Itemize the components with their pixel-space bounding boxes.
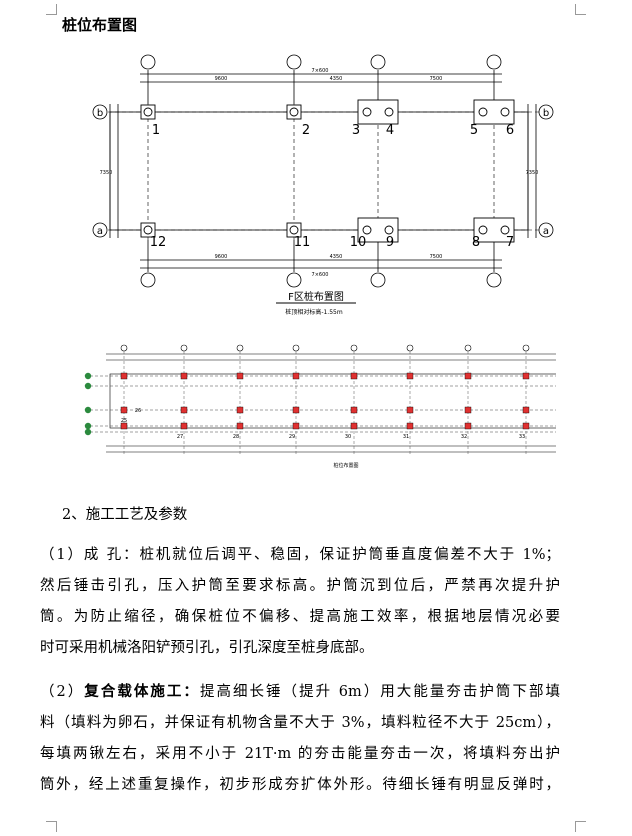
pile-cap-marker bbox=[236, 372, 244, 380]
pile-number: 33 bbox=[519, 434, 525, 440]
pile-cap-marker bbox=[350, 406, 358, 414]
pile-number: 25 bbox=[121, 418, 127, 424]
pile-number: 7 bbox=[506, 235, 514, 250]
pile-cap-marker bbox=[350, 372, 358, 380]
paragraph-line: 筒外，经上述重复操作，初步形成夯扩体外形。待细长锤有明显反弹时， bbox=[40, 777, 560, 793]
pile-cap-marker bbox=[464, 422, 472, 430]
pile-number: 26 bbox=[135, 408, 141, 414]
pile-cap-marker bbox=[406, 372, 414, 380]
page-corner-mark bbox=[46, 821, 57, 832]
pile-cap-marker bbox=[406, 406, 414, 414]
dim-bottom-3: 7500 bbox=[430, 254, 443, 260]
pile-cap-marker bbox=[350, 422, 358, 430]
pile-cap-marker bbox=[236, 406, 244, 414]
pile-cap-marker bbox=[180, 372, 188, 380]
section-heading: 2、施工工艺及参数 bbox=[62, 507, 188, 523]
axis-bubble bbox=[350, 344, 358, 352]
pile-cap-marker bbox=[292, 406, 300, 414]
pile-cap-marker bbox=[180, 422, 188, 430]
axis-bubble bbox=[120, 344, 128, 352]
plan-subcaption: 桩顶相对标高-1.55m bbox=[285, 308, 343, 316]
page-corner-mark bbox=[575, 821, 586, 832]
total-dim-bottom: 7×600 bbox=[312, 272, 329, 278]
pile-number: 32 bbox=[461, 434, 467, 440]
pile-number: 8 bbox=[472, 235, 480, 250]
axis-bubble bbox=[180, 344, 188, 352]
pile-number: 27 bbox=[177, 434, 183, 440]
pile-layout-plan-f: b b a a 7×600 9600 4350 7500 9600 4350 7… bbox=[92, 54, 554, 316]
paragraph-line: （1）成 孔：桩机就位后调平、稳固，保证护筒垂直度偏差不大于 1%； bbox=[40, 547, 560, 563]
paragraph-line: 每填两锹左右，采用不小于 21T·m 的夯击能量夯击一次，将填料夯出护 bbox=[40, 746, 560, 762]
dim-bottom-1: 9600 bbox=[215, 254, 228, 260]
side-dim-right: 7350 bbox=[526, 170, 539, 176]
axis-label-a: a bbox=[543, 226, 549, 237]
pile-cap-marker bbox=[120, 372, 128, 380]
paragraph-line: 筒。为防止缩径，确保桩位不偏移、提高施工效率，根据地层情况必要 bbox=[40, 609, 560, 625]
pile-cap-marker bbox=[120, 422, 128, 430]
pile-number: 28 bbox=[233, 434, 239, 440]
pile-number: 3 bbox=[352, 123, 360, 138]
axis-label-a: a bbox=[97, 226, 103, 237]
side-dim-left: 7350 bbox=[100, 170, 113, 176]
page-corner-mark bbox=[46, 4, 57, 15]
pile-cap-marker bbox=[522, 422, 530, 430]
axis-bubble bbox=[236, 344, 244, 352]
pile-number: 1 bbox=[152, 123, 160, 138]
pile-number: 29 bbox=[289, 434, 295, 440]
dim-bottom-2: 4350 bbox=[330, 254, 343, 260]
page-corner-mark bbox=[575, 4, 586, 15]
pile-cap-marker bbox=[522, 406, 530, 414]
pile-cap-marker bbox=[464, 406, 472, 414]
pile-cap-marker bbox=[180, 406, 188, 414]
total-dim-top: 7×600 bbox=[312, 68, 329, 74]
pile-cap-marker bbox=[292, 422, 300, 430]
dim-top-1: 9600 bbox=[215, 76, 228, 82]
pile-number: 5 bbox=[470, 123, 478, 138]
paragraph-line: 时可采用机械洛阳铲预引孔，引孔深度至桩身底部。 bbox=[40, 640, 374, 656]
pile-number: 11 bbox=[294, 235, 311, 250]
axis-bubble bbox=[292, 344, 300, 352]
pile-layout-plan-strip: 25 26 27 28 29 30 31 32 33 34 桩位布置图 bbox=[84, 344, 556, 469]
pile-number: 12 bbox=[150, 235, 167, 250]
pile-number: 2 bbox=[302, 123, 310, 138]
pile-number: 9 bbox=[386, 235, 394, 250]
paragraph-line: 料（填料为卵石，并保证有机物含量不大于 3%，填料粒径不大于 25cm）， bbox=[40, 715, 560, 731]
pile-cap-marker bbox=[464, 372, 472, 380]
pile-number: 30 bbox=[345, 434, 351, 440]
axis-label-b: b bbox=[97, 108, 103, 119]
pile-number: 6 bbox=[506, 123, 514, 138]
dim-top-3: 7500 bbox=[430, 76, 443, 82]
pile-cap-marker bbox=[292, 372, 300, 380]
pile-number: 10 bbox=[350, 235, 367, 250]
axis-label-b: b bbox=[543, 108, 549, 119]
axis-bubble bbox=[464, 344, 472, 352]
paragraph-line: 然后锤击引孔，压入护筒至要求标高。护筒沉到位后，严禁再次提升护 bbox=[40, 578, 560, 594]
pile-number: 4 bbox=[386, 123, 394, 138]
paragraph-line: （2）复合载体施工：提高细长锤（提升 6m）用大能量夯击护筒下部填 bbox=[40, 683, 560, 700]
strip-caption: 桩位布置图 bbox=[333, 462, 358, 469]
pile-number: 31 bbox=[403, 434, 409, 440]
page-title: 桩位布置图 bbox=[62, 16, 138, 34]
plan-caption: F区桩布置图 bbox=[288, 290, 344, 303]
axis-bubble bbox=[406, 344, 414, 352]
bold-term: 复合载体施工： bbox=[84, 683, 200, 700]
dim-top-2: 4350 bbox=[330, 76, 343, 82]
pile-cap-marker bbox=[406, 422, 414, 430]
pile-cap-marker bbox=[522, 372, 530, 380]
pile-cap-marker bbox=[120, 406, 128, 414]
axis-bubble bbox=[522, 344, 530, 352]
pile-cap-marker bbox=[236, 422, 244, 430]
